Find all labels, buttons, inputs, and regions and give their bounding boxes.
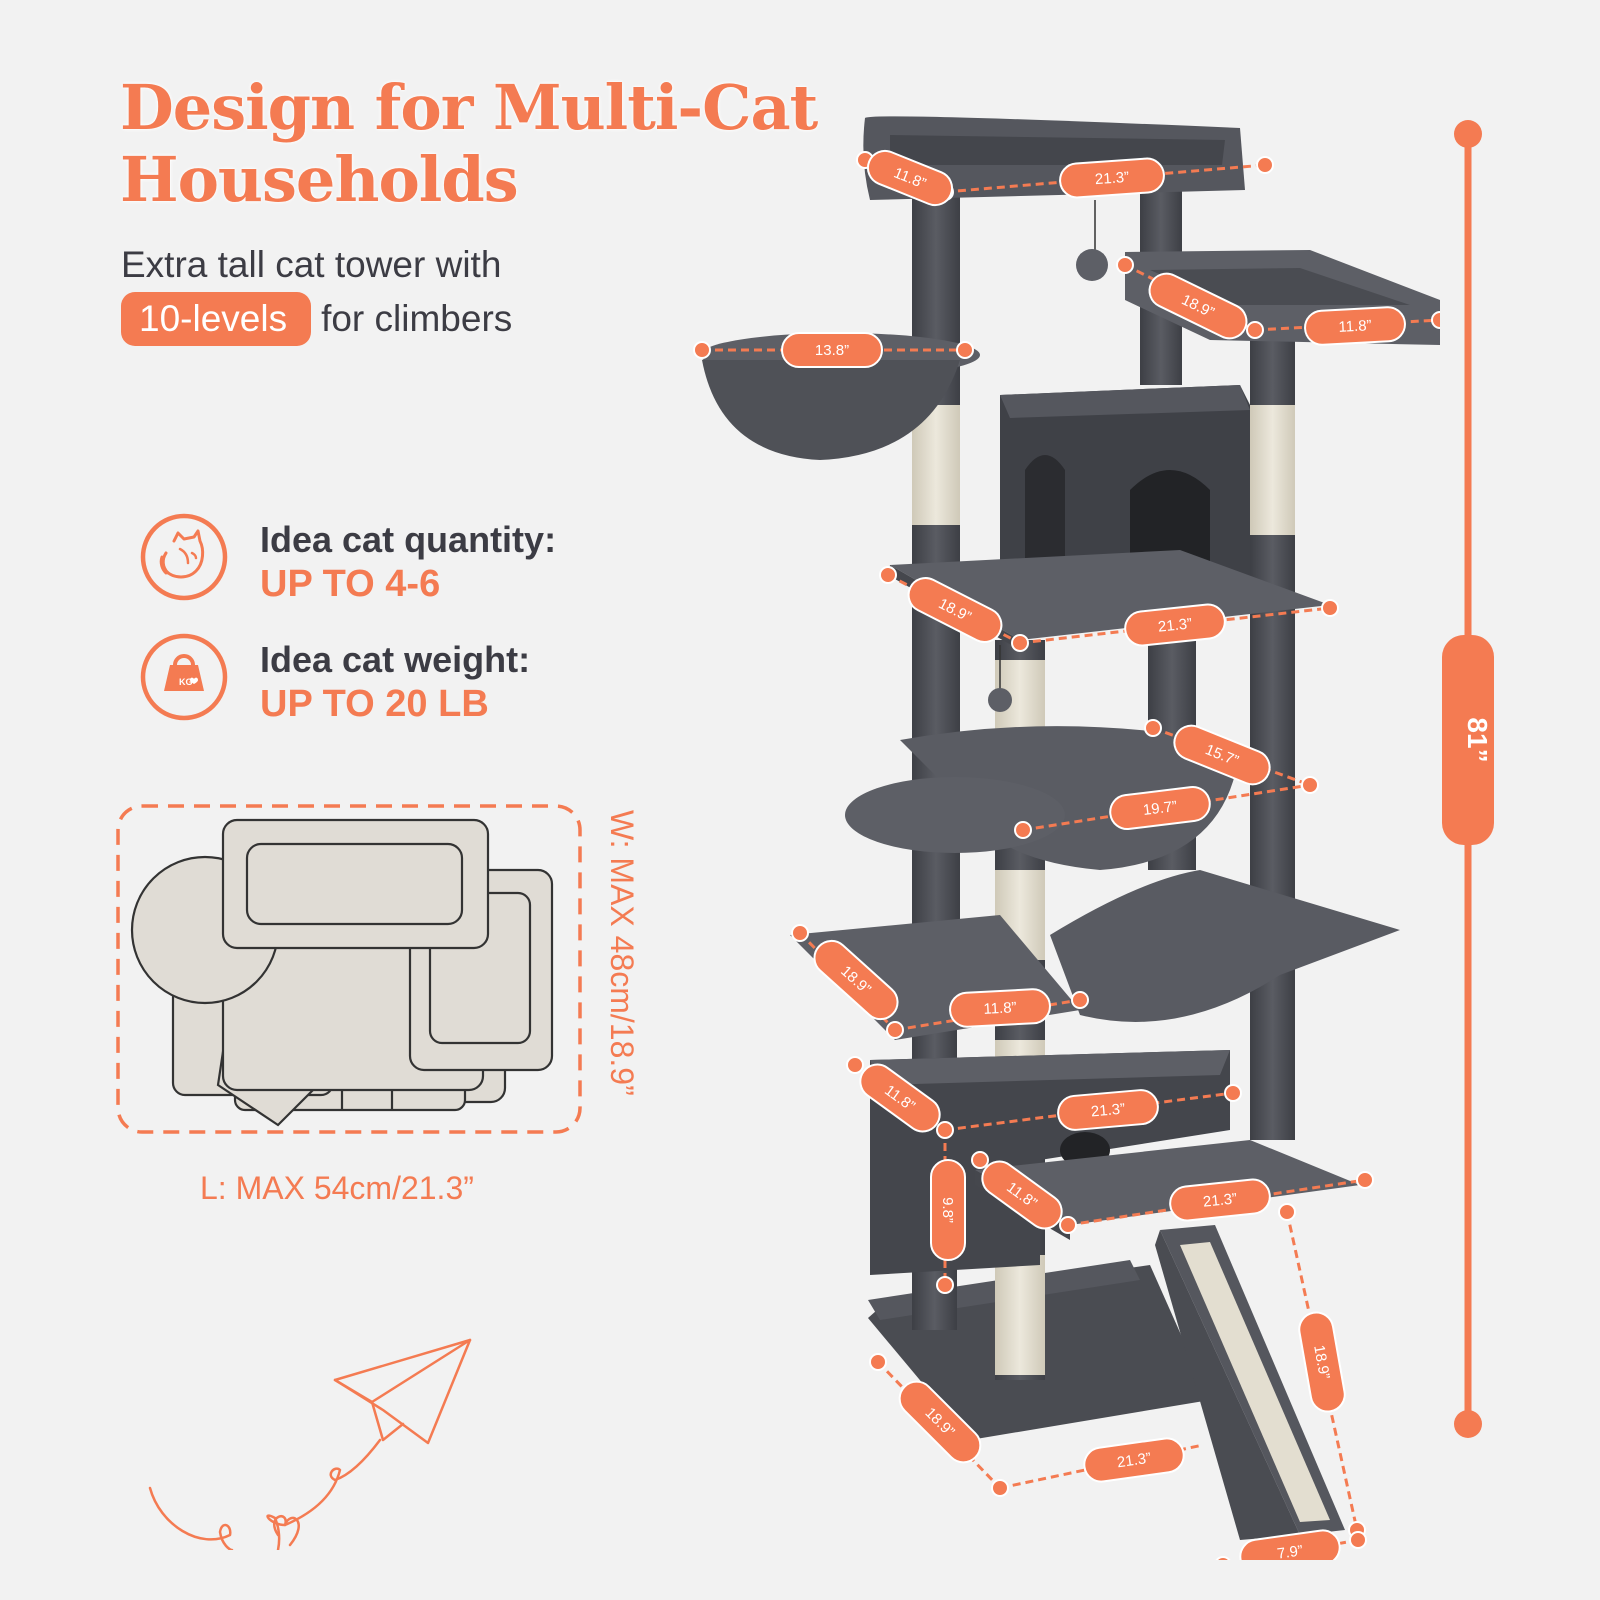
cat-icon [140,513,228,601]
dim-lower-condo-height: 9.8” [930,1159,966,1261]
dim-hammock-width: 19.7” [1109,785,1211,831]
feature-value: UP TO 4-6 [260,563,441,605]
total-height-indicator: 81” [1442,120,1494,1438]
dim-top-perch-depth: 11.8” [866,149,954,207]
dim-hammock-depth: 15.7” [1173,724,1271,786]
svg-text:11.8”: 11.8” [1338,317,1372,336]
dim-base-depth: 18.9” [898,1380,982,1464]
cat-tower-illustration: 11.8” 21.3” 13.8” 18.9” 11.8” 18.9” 21.3… [693,116,1440,1560]
length-caption: L: MAX 54cm/21.3” [200,1170,474,1206]
svg-text:21.3”: 21.3” [1116,1450,1152,1472]
svg-text:KG: KG [179,677,193,687]
dim-top-perch-width: 21.3” [1059,157,1165,199]
dim-lower-condo-depth: 11.8” [859,1063,941,1133]
headline-line-1: Design for Multi-Cat [120,71,818,144]
feature-cat-weight: KG Idea cat weight: UP TO 20 LB [140,633,620,733]
svg-text:7.9”: 7.9” [1276,1542,1304,1560]
dim-low-platform-width: 21.3” [1169,1178,1271,1222]
footprint-diagram [116,804,582,1134]
feature-label: Idea cat quantity: [260,519,557,560]
dim-lower-condo-width: 21.3” [1057,1089,1159,1131]
dim-basket-diameter: 13.8” [781,332,883,368]
width-caption: W: MAX 48cm/18.9” [604,810,640,1096]
svg-text:21.3”: 21.3” [1202,1190,1238,1210]
svg-text:9.8”: 9.8” [939,1197,956,1223]
dim-side-perch-length: 18.9” [1148,272,1248,340]
svg-text:18.9”: 18.9” [1310,1344,1333,1381]
dim-base-width: 21.3” [1083,1437,1185,1483]
kg-weight-icon: KG [140,633,228,721]
dim-condo-platform-depth: 18.9” [907,577,1003,643]
dim-ramp-width: 7.9” [1239,1529,1341,1560]
subheadline-line-2: for climbers [321,298,513,339]
levels-badge: 10-levels [121,292,312,346]
feature-label: Idea cat weight: [260,639,531,680]
svg-text:11.8”: 11.8” [983,999,1017,1018]
dim-side-perch-width: 11.8” [1304,306,1406,346]
feature-cat-quantity: Idea cat quantity: UP TO 4-6 [140,513,620,613]
svg-text:21.3”: 21.3” [1094,169,1129,188]
svg-text:19.7”: 19.7” [1142,798,1178,819]
headline: Design for Multi-Cat Households [120,71,818,216]
dim-mid-platform-depth: 18.9” [813,939,899,1021]
svg-text:13.8”: 13.8” [815,342,849,359]
dim-condo-platform-width: 21.3” [1124,603,1226,647]
total-height-label: 81” [1462,717,1493,762]
feature-value: UP TO 20 LB [260,683,489,725]
dim-low-platform-depth: 11.8” [981,1160,1063,1230]
dim-mid-platform-width: 11.8” [949,988,1051,1028]
paper-plane-doodle [148,1338,472,1550]
subheadline-line-1: Extra tall cat tower with [121,244,502,285]
dim-ramp-length: 18.9” [1298,1311,1346,1413]
svg-text:21.3”: 21.3” [1090,1101,1126,1121]
headline-line-2: Households [120,143,519,216]
svg-text:21.3”: 21.3” [1157,615,1193,635]
